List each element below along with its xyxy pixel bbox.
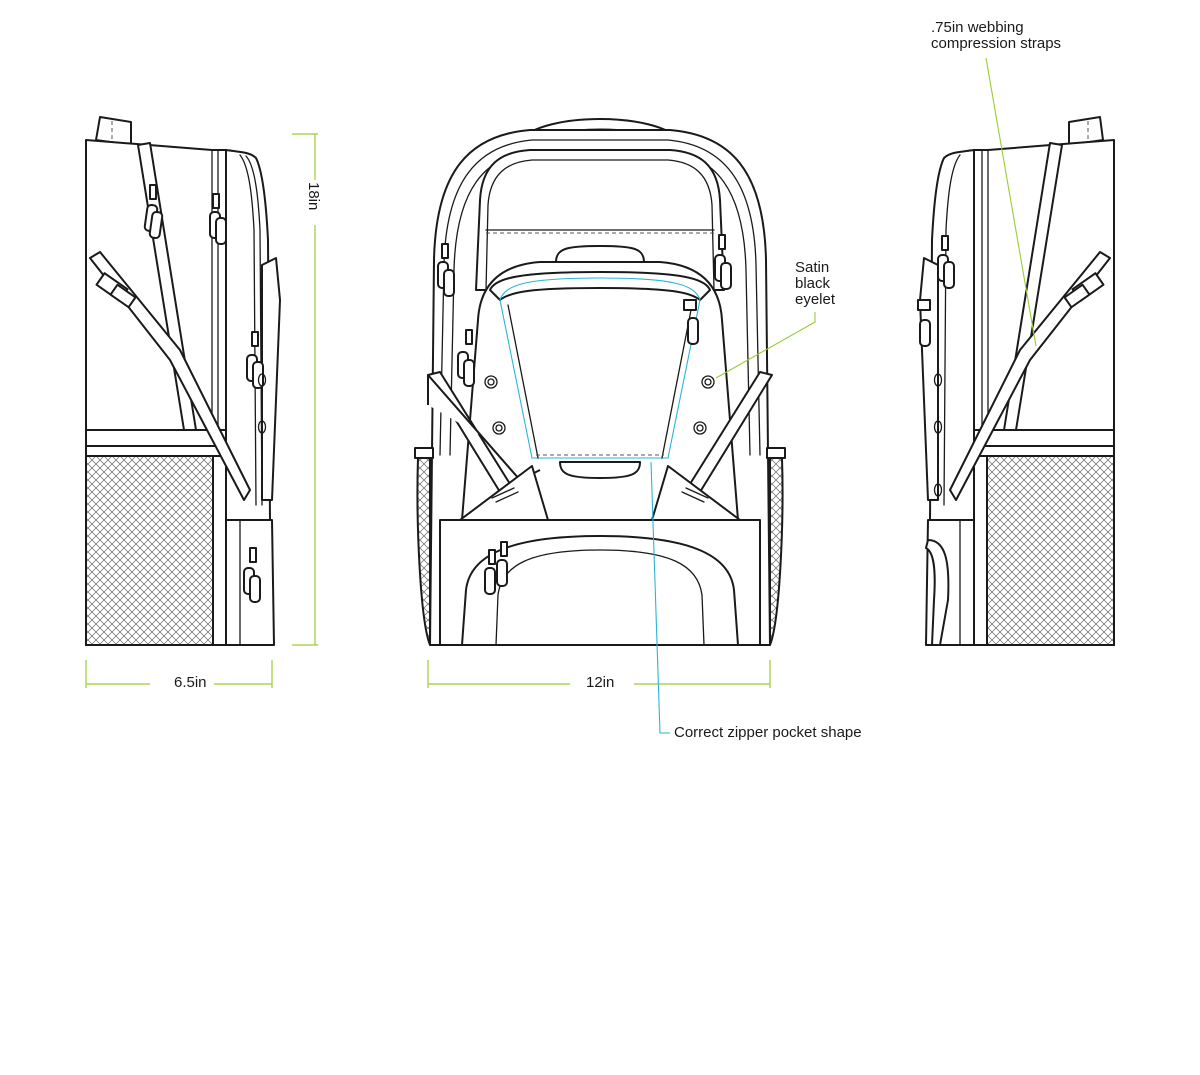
front-zipper-pull-3 (714, 234, 732, 290)
eyelet-3 (701, 375, 715, 389)
right-zipper-pull-1 (937, 235, 955, 289)
dimension-width-label: 12in (586, 674, 614, 691)
front-right-mesh (769, 457, 784, 646)
zipper-pocket-outline (499, 277, 701, 459)
eyelet-4 (693, 421, 707, 435)
dimension-depth-label: 6.5in (174, 674, 207, 691)
front-upper-compartment (475, 149, 725, 291)
dimension-depth: 6.5in (85, 660, 273, 691)
eyelet-1 (484, 375, 498, 389)
front-lower-pocket (461, 535, 739, 646)
webbing-label-line2: compression straps (931, 35, 1061, 52)
front-zipper-pull-1 (437, 243, 455, 297)
front-left-mesh (416, 457, 431, 646)
front-view (414, 118, 786, 646)
left-mesh-pocket (85, 455, 214, 646)
front-bottom-tab (559, 461, 641, 479)
eyelet-label-line3: eyelet (795, 291, 836, 308)
right-mesh-pocket (986, 455, 1115, 646)
callout-zipper-pocket: Correct zipper pocket shape (650, 461, 862, 741)
front-grab-loop (555, 245, 645, 263)
callout-webbing: .75in webbing compression straps (931, 19, 1061, 347)
right-side-view (917, 116, 1115, 646)
left-zipper-pull-3 (246, 331, 264, 389)
eyelet-label-line1: Satin (795, 259, 829, 276)
front-zipper-pull-5 (484, 541, 508, 595)
dimension-width: 12in (427, 660, 771, 691)
right-lower-band (973, 429, 1115, 447)
eyelet-label-line2: black (795, 275, 831, 292)
eyelet-2 (492, 421, 506, 435)
right-zipper-pull-2 (917, 299, 931, 347)
left-lower-band (85, 429, 227, 447)
callout-eyelet: Satin black eyelet (715, 259, 836, 379)
front-zipper-pull-2 (457, 329, 475, 387)
dimension-height: 18in (292, 133, 322, 646)
left-zipper-pull-4 (243, 547, 261, 603)
left-rear-strap (261, 257, 281, 501)
webbing-label-line1: .75in webbing (931, 19, 1024, 36)
front-zipper-pull-4 (683, 299, 699, 345)
zipper-pocket-label: Correct zipper pocket shape (674, 724, 862, 741)
left-zipper-pull-2 (209, 193, 227, 245)
left-zipper-pull-1 (143, 184, 164, 240)
right-rear-strap (919, 257, 939, 501)
dimension-height-label: 18in (305, 182, 322, 210)
left-side-view (85, 116, 281, 646)
